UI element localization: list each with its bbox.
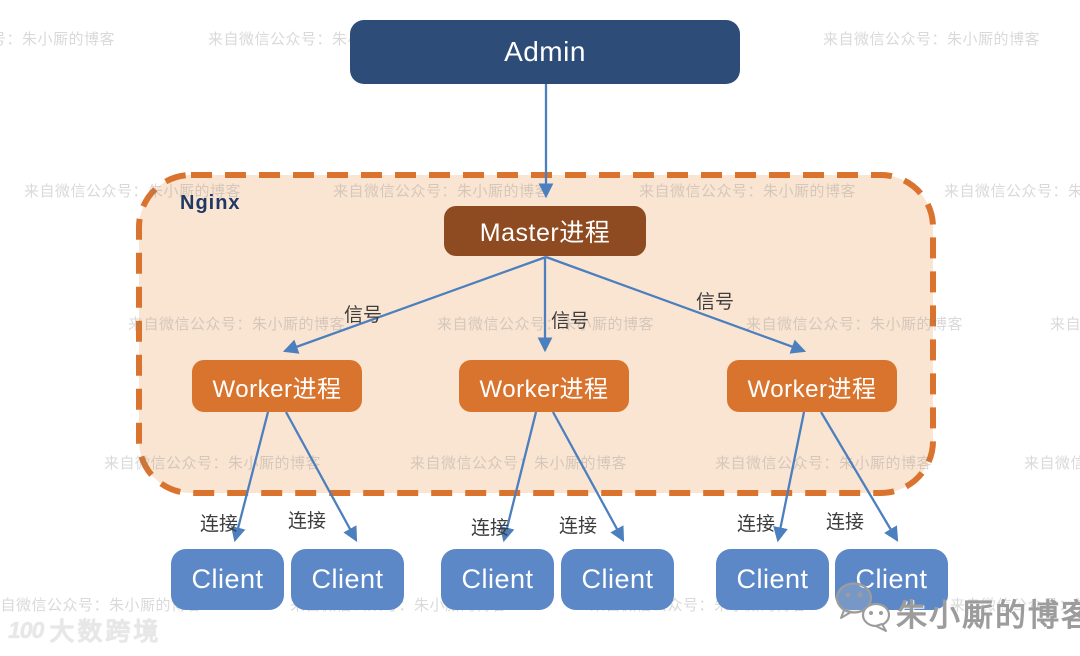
brand-text: 大数跨境 [49, 618, 162, 646]
brand-watermark-left: 100 大数跨境 [8, 612, 161, 648]
watermark: 来自微信公众号：朱小厮的博客 [24, 183, 242, 200]
arrow-master-to-worker3 [545, 255, 807, 354]
signal-label-2: 信号 [551, 311, 590, 332]
signal-label-3: 信号 [696, 292, 735, 313]
nginx-container-label: Nginx [180, 192, 241, 214]
arrow-worker2-to-client4 [551, 411, 625, 542]
arrow-worker1-to-client2 [284, 411, 358, 542]
wechat-icon [835, 582, 891, 632]
client-node-3: Client [441, 549, 554, 610]
connection-label-5: 连接 [737, 514, 776, 535]
client-node-1: Client [171, 549, 284, 610]
master-process-node: Master进程 [444, 206, 646, 256]
blog-logo: 朱小厮的博客 [834, 582, 1080, 635]
arrow-worker3-to-client6 [820, 411, 899, 542]
client-node-5: Client [716, 549, 829, 610]
watermark: 来自微信公众号：朱小厮的博客 [128, 316, 346, 333]
connection-label-6: 连接 [826, 512, 865, 533]
worker-process-node-3: Worker进程 [727, 360, 897, 412]
watermark: 来自微信公众号：朱小厮的博客 [1050, 316, 1080, 333]
connection-label-2: 连接 [288, 511, 327, 532]
watermark: 来自微信公众号：朱小厮的博客 [639, 183, 857, 200]
watermark: 来自微信公众号：朱小厮的博客 [746, 316, 964, 333]
arrow-worker2-to-client3 [499, 411, 538, 543]
client-node-2: Client [291, 549, 404, 610]
watermark: 来自微信公众号：朱小厮的博客 [104, 455, 322, 472]
client-node-4: Client [561, 549, 674, 610]
admin-node: Admin [350, 20, 740, 84]
connection-label-4: 连接 [559, 516, 598, 537]
worker-process-node-1: Worker进程 [192, 360, 362, 412]
watermark: 来自微信公众号：朱小厮的博客 [410, 455, 628, 472]
arrow-worker1-to-client1 [230, 411, 270, 543]
watermark: 来自微信公众号：朱小厮的博客 [950, 597, 1080, 614]
100-badge-icon: 100 [8, 616, 44, 643]
signal-label-1: 信号 [344, 305, 383, 326]
watermark: 来自微信公众号：朱小厮的博客 [1024, 455, 1080, 472]
watermark: 来自微信公众号：朱小厮的博客 [0, 597, 203, 614]
arrow-worker3-to-client5 [773, 411, 806, 543]
connection-label-3: 连接 [471, 518, 510, 539]
nginx-dashed-border [136, 172, 936, 496]
watermark: 来自微信公众号：朱小厮的博客 [333, 183, 551, 200]
worker-process-node-2: Worker进程 [459, 360, 629, 412]
watermark: 来自微信公众号：朱小厮的博客 [823, 31, 1041, 48]
watermark: 来自微信公众号：朱小厮的博客 [715, 455, 933, 472]
watermark: 来自微信公众号：朱小厮的博客 [0, 31, 116, 48]
connection-label-1: 连接 [200, 514, 239, 535]
client-node-6: Client [835, 549, 948, 610]
blog-logo-text: 朱小厮的博客 [896, 598, 1080, 633]
arrow-master-to-worker1 [282, 255, 547, 354]
watermark: 来自微信公众号：朱小厮的博客 [944, 183, 1080, 200]
